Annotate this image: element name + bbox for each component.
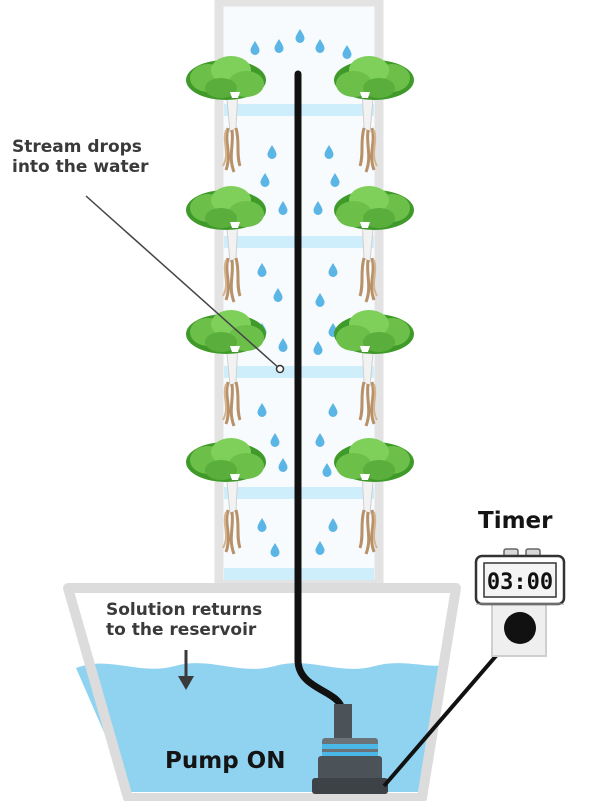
timer-display: 03:00: [487, 570, 553, 595]
timer-clock-icon: 03:00: [474, 548, 566, 606]
power-outlet-icon: [491, 595, 547, 657]
down-arrow-icon: [178, 650, 194, 690]
stream-annotation-pointer: [85, 195, 285, 374]
water-pump-icon: [312, 704, 388, 794]
timer-label: Timer: [478, 508, 553, 534]
stream-drops-label: Stream drops into the water: [12, 137, 149, 178]
stream-label-line-1: Stream drops: [12, 137, 142, 157]
return-label-line-1: Solution returns: [106, 600, 263, 620]
stream-label-line-2: into the water: [12, 157, 149, 178]
water-supply-tube: [294, 70, 346, 714]
return-label-line-2: to the reservoir: [106, 620, 257, 641]
solution-returns-label: Solution returns to the reservoir: [106, 600, 262, 641]
pump-status-label: Pump ON: [165, 748, 286, 774]
